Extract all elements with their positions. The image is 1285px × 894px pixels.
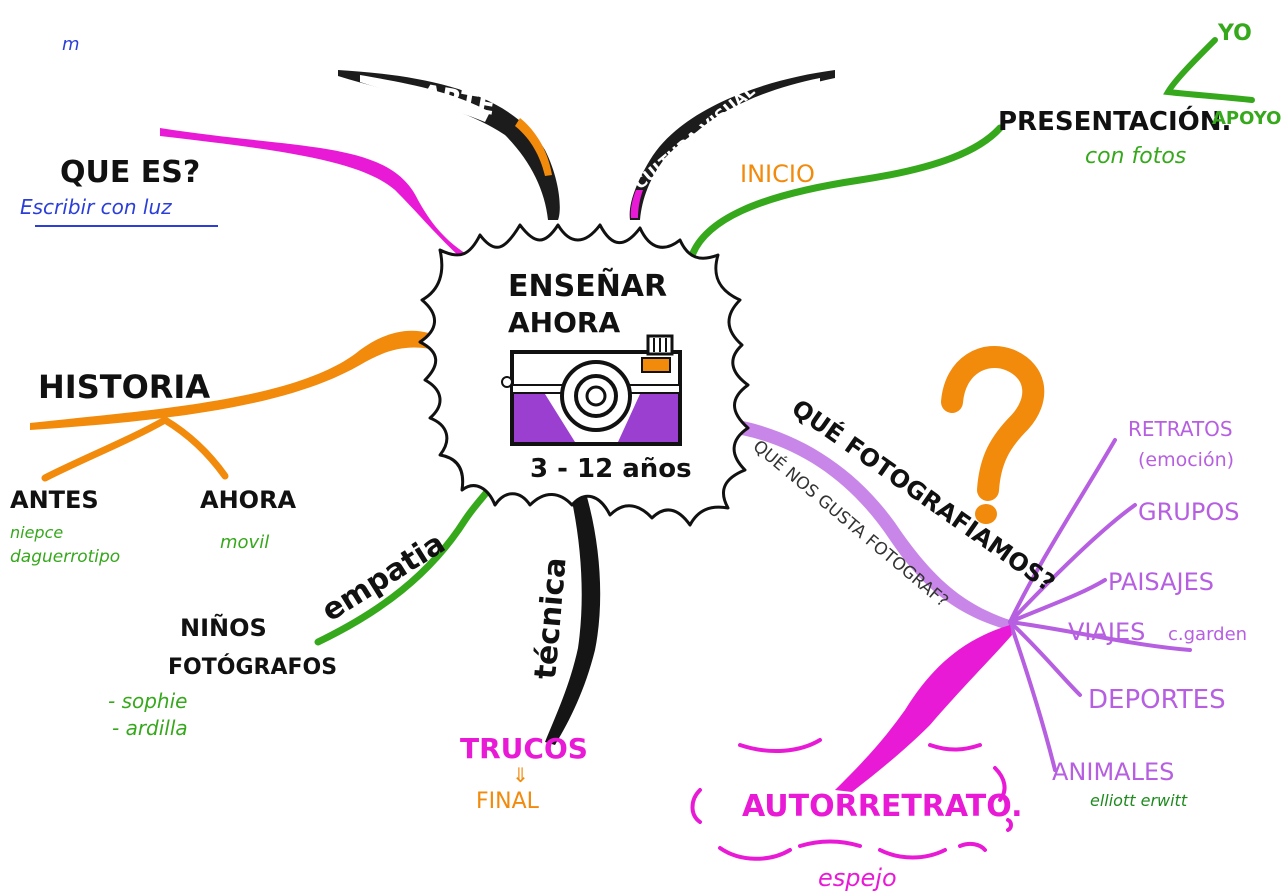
label-antes-note-1: niepce	[10, 523, 63, 542]
label-ahora-note: movil	[220, 532, 269, 553]
label-ninos-note-2: - ardilla	[112, 716, 188, 740]
center-title-line2: AHORA	[508, 306, 620, 339]
branch-inicio	[686, 124, 1004, 266]
subject-rays	[1008, 438, 1192, 772]
subject-note: elliott erwitt	[1090, 791, 1188, 810]
center-title-line1: ENSEÑAR	[508, 267, 667, 304]
label-inicio: INICIO	[740, 160, 815, 188]
branch-tecnica	[545, 490, 601, 745]
label-arte: ARTE	[419, 79, 498, 121]
branch-autorretrato	[835, 625, 1012, 792]
label-ahora: AHORA	[200, 486, 297, 514]
question-mark-dot	[975, 504, 997, 524]
label-empatia: empatia	[316, 526, 452, 629]
branch-historia	[30, 330, 445, 430]
label-final: FINAL	[476, 789, 540, 814]
label-antes-note-2: daguerrotipo	[10, 547, 120, 567]
label-trucos: TRUCOS	[460, 732, 588, 765]
label-espejo: espejo	[818, 864, 897, 892]
branch-que-fotografiamos	[725, 418, 1010, 630]
subject-label: ANIMALES	[1052, 758, 1174, 786]
label-que-es: QUE ES?	[60, 155, 200, 190]
trucos-arrow-icon: ⇓	[512, 763, 529, 787]
label-presentacion-note: con fotos	[1085, 144, 1186, 169]
subject-label: GRUPOS	[1138, 498, 1239, 526]
label-tecnica: técnica	[528, 556, 574, 681]
label-antes: ANTES	[10, 486, 99, 514]
branch-cultura-visual	[629, 70, 835, 220]
label-apoyo: APOYO	[1212, 108, 1281, 129]
label-presentacion: PRESENTACIÓN.	[998, 105, 1231, 137]
subject-note: (emoción)	[1138, 449, 1234, 471]
branch-antes	[41, 416, 169, 482]
branch-yo-apoyo	[1163, 37, 1255, 103]
question-mark-icon	[941, 346, 1045, 501]
subject-label: VIAJES	[1068, 618, 1145, 646]
label-autorretrato: AUTORRETRATO.	[742, 789, 1022, 824]
subject-label: DEPORTES	[1088, 685, 1226, 715]
subject-note: c.garden	[1168, 624, 1247, 645]
label-fotografos: FOTÓGRAFOS	[168, 654, 337, 680]
autorretrato-decorations	[690, 738, 1013, 861]
corner-mark: m	[62, 34, 80, 55]
label-yo: YO	[1217, 21, 1252, 46]
subject-label: PAISAJES	[1108, 568, 1214, 596]
subject-label: RETRATOS	[1128, 417, 1233, 441]
label-ninos: NIÑOS	[180, 613, 267, 642]
branch-empatia	[314, 484, 494, 646]
camera-icon	[501, 334, 682, 446]
branch-que-es	[160, 128, 488, 268]
center-ages: 3 - 12 años	[530, 454, 692, 484]
branch-ahora	[161, 416, 229, 480]
label-ninos-note-1: - sophie	[108, 689, 187, 713]
label-historia: HISTORIA	[38, 368, 210, 406]
label-que-es-note: Escribir con luz	[20, 195, 172, 219]
